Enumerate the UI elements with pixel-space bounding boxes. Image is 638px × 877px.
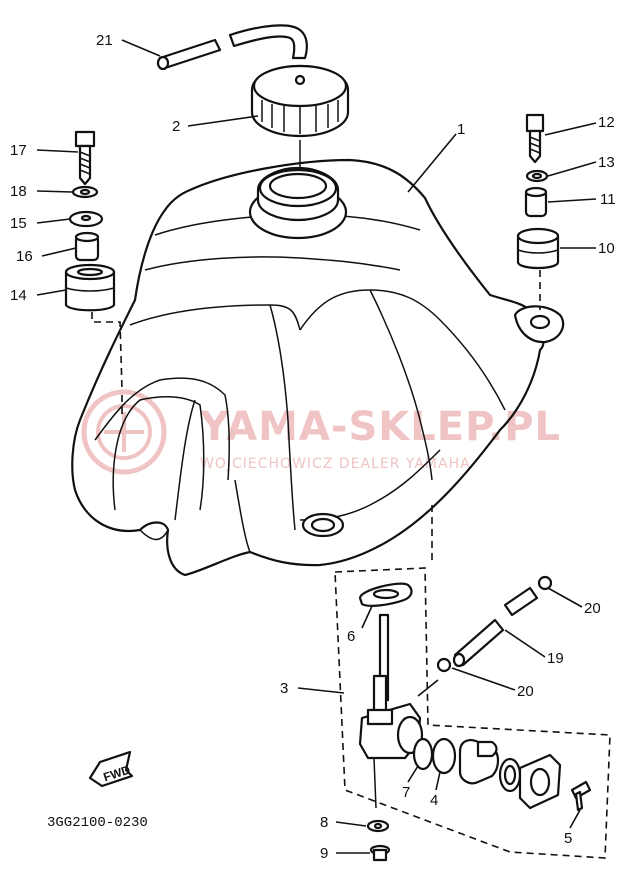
callout-1: 1 — [457, 121, 465, 138]
callout-8: 8 — [320, 814, 328, 831]
callout-20-lower: 20 — [517, 683, 534, 700]
callout-14: 14 — [10, 287, 27, 304]
callout-11: 11 — [600, 191, 616, 208]
callout-4: 4 — [430, 792, 438, 809]
callout-16: 16 — [16, 248, 33, 265]
leader-lines — [36, 39, 597, 854]
callout-18: 18 — [10, 183, 27, 200]
callout-21: 21 — [96, 32, 113, 49]
breather-hose — [156, 24, 308, 71]
fuel-cock-assembly — [334, 505, 611, 862]
callout-7: 7 — [402, 784, 410, 801]
fuel-tank — [71, 158, 565, 577]
callout-19: 19 — [547, 650, 564, 667]
callout-17: 17 — [10, 142, 27, 159]
callout-2: 2 — [172, 118, 180, 135]
callout-13: 13 — [598, 154, 615, 171]
front-mount-hardware — [64, 130, 123, 415]
callout-10: 10 — [598, 240, 615, 257]
callout-6: 6 — [347, 628, 355, 645]
rear-mount-hardware — [516, 113, 560, 310]
callout-labels: 21 2 1 12 13 11 10 17 18 15 16 14 20 6 1… — [10, 32, 616, 862]
callout-12: 12 — [598, 114, 615, 131]
fuel-cap — [250, 64, 350, 168]
callout-5: 5 — [564, 830, 572, 847]
watermark-title: YAMA-SKLEP.PL — [199, 404, 561, 450]
watermark: YAMA-SKLEP.PL WOJCIECHOWICZ DEALER YAMAH… — [81, 389, 561, 475]
fuel-hose — [417, 575, 553, 697]
watermark-subtitle: WOJCIECHOWICZ DEALER YAMAHA — [200, 456, 471, 472]
callout-9: 9 — [320, 845, 328, 862]
callout-15: 15 — [10, 215, 27, 232]
fwd-arrow-icon: FWD — [88, 750, 134, 788]
callout-3: 3 — [280, 680, 288, 697]
callout-20-upper: 20 — [584, 600, 601, 617]
catalog-code: 3GG2100-0230 — [47, 815, 148, 831]
